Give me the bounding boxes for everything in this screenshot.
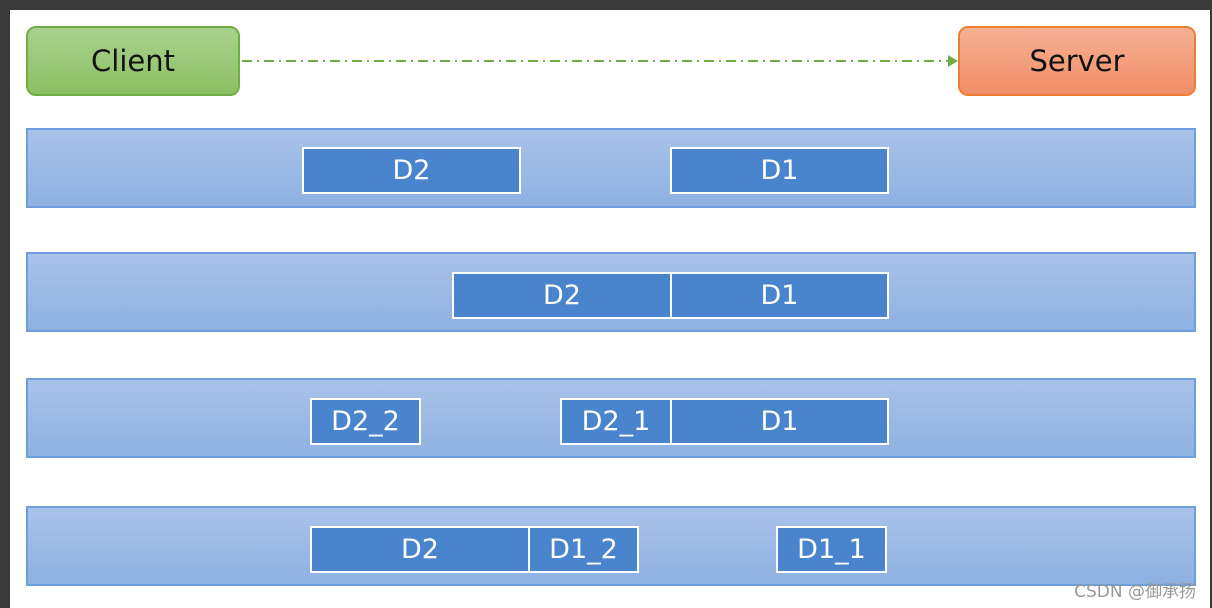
tcp-stream-row-2: D2 D1 <box>26 252 1196 332</box>
tcp-stream-row-4: D2 D1_2 D1_1 <box>26 506 1196 586</box>
client-to-server-arrow <box>242 55 958 67</box>
frame-label: D2_1 <box>581 406 651 437</box>
frame-label: D1 <box>760 280 799 311</box>
frame-label: D1_2 <box>549 534 618 565</box>
packet-frame: D1 <box>670 272 889 319</box>
frame-label: D2 <box>543 280 581 311</box>
frame-label: D2 <box>392 155 431 186</box>
frame-label: D1 <box>760 155 799 186</box>
frame-label: D2 <box>401 534 439 565</box>
tcp-stream-row-3: D2_2 D2_1 D1 <box>26 378 1196 458</box>
packet-frame: D2_2 <box>310 398 421 445</box>
server-node: Server <box>958 26 1196 96</box>
client-node: Client <box>26 26 240 96</box>
packet-frame: D2 <box>310 526 530 573</box>
frame-label: D2_2 <box>331 406 400 437</box>
packet-frame: D1 <box>670 398 889 445</box>
watermark: CSDN @御承扬 <box>1074 582 1196 602</box>
tcp-stream-row-1: D2 D1 <box>26 128 1196 208</box>
packet-frame: D1_2 <box>528 526 639 573</box>
client-label: Client <box>91 44 175 78</box>
packet-frame: D1 <box>670 147 889 194</box>
diagram-canvas: Client Server D2 D1 D2 D1 D2_2 D2_1 <box>10 10 1210 608</box>
packet-frame: D1_1 <box>776 526 887 573</box>
packet-frame: D2 <box>452 272 672 319</box>
frame-label: D1 <box>760 406 799 437</box>
server-label: Server <box>1029 44 1125 78</box>
frame-label: D1_1 <box>797 534 866 565</box>
packet-frame: D2 <box>302 147 521 194</box>
packet-frame: D2_1 <box>560 398 672 445</box>
